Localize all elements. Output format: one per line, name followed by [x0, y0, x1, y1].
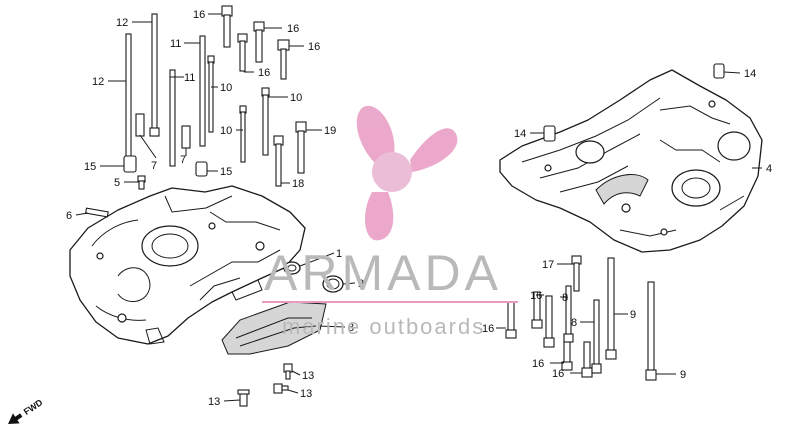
callout-7: 7 [151, 160, 157, 172]
callout-9: 9 [680, 369, 686, 381]
callout-2: 2 [358, 278, 364, 290]
callout-9: 9 [630, 309, 636, 321]
bolt-16e[interactable] [505, 301, 517, 339]
callout-17: 17 [542, 259, 554, 271]
bolt-8b[interactable] [581, 341, 593, 378]
callout-3: 3 [348, 322, 354, 334]
watermark: ARMADA marine outboards [262, 105, 518, 339]
stud-9b[interactable] [645, 281, 657, 381]
watermark-subtitle: marine outboards [282, 314, 485, 339]
long-stud-12b[interactable] [125, 33, 132, 159]
callout-14: 14 [744, 68, 756, 80]
forward-arrow: FWD [8, 397, 45, 424]
callout-4: 4 [766, 163, 772, 175]
right-crankcase-half[interactable] [499, 69, 763, 253]
callout-labels: 12 12 11 11 10 10 10 7 7 15 15 5 16 16 1… [66, 9, 772, 408]
callout-5: 5 [114, 177, 120, 189]
part-6-dowel[interactable] [85, 207, 109, 218]
callout-7: 7 [180, 154, 186, 166]
callout-15: 15 [84, 161, 96, 173]
callout-16: 16 [193, 9, 205, 21]
callout-6: 6 [66, 210, 72, 222]
collar-15a[interactable] [123, 155, 137, 173]
long-stud-12a[interactable] [149, 13, 160, 137]
callout-16: 16 [482, 323, 494, 335]
bolt-16b[interactable] [237, 33, 248, 72]
stud-11a[interactable] [199, 35, 206, 147]
collar-14a[interactable] [713, 63, 725, 79]
callout-15: 15 [220, 166, 232, 178]
callout-8: 8 [571, 317, 577, 329]
bolt-8a[interactable] [563, 285, 574, 343]
bolt-10b[interactable] [261, 87, 270, 156]
callout-1: 1 [336, 248, 342, 260]
pin-7a[interactable] [135, 113, 145, 137]
stud-9a[interactable] [605, 257, 617, 360]
callout-11: 11 [184, 72, 195, 84]
part-1-seal[interactable] [283, 261, 301, 275]
callout-16: 16 [287, 23, 299, 35]
callout-12: 12 [116, 17, 128, 29]
callout-16: 16 [308, 41, 320, 53]
leader-lines [75, 13, 762, 402]
bolt-18[interactable] [273, 135, 284, 187]
bolt-19[interactable] [295, 121, 307, 174]
callout-13: 13 [302, 370, 314, 382]
callout-16: 16 [532, 358, 544, 370]
callout-8: 8 [562, 292, 568, 304]
fwd-label: FWD [22, 397, 45, 417]
bolt-13b[interactable] [273, 383, 289, 394]
left-crankcase-half[interactable] [69, 185, 306, 345]
callout-13: 13 [208, 396, 220, 408]
bolt-17[interactable] [571, 255, 582, 292]
bolt-13a[interactable] [283, 363, 293, 380]
callout-11: 11 [170, 38, 181, 50]
collar-15b[interactable] [195, 161, 208, 177]
callout-10: 10 [220, 82, 232, 94]
part-3-screen[interactable] [221, 301, 327, 355]
callout-14: 14 [514, 128, 526, 140]
callout-16: 16 [258, 67, 270, 79]
bolt-16d[interactable] [277, 39, 290, 80]
callout-10: 10 [290, 92, 302, 104]
bolt-8c[interactable] [591, 299, 602, 374]
collar-14b[interactable] [543, 125, 556, 142]
bolt-16a[interactable] [221, 5, 233, 48]
callout-19: 19 [324, 125, 336, 137]
callout-18: 18 [292, 178, 304, 190]
stud-11b[interactable] [169, 69, 176, 167]
callout-16: 16 [530, 290, 542, 302]
bolt-16f[interactable] [531, 291, 543, 329]
part-2-plug[interactable] [322, 275, 344, 293]
bolt-5[interactable] [137, 175, 146, 190]
callout-16: 16 [552, 368, 564, 380]
bolt-10a[interactable] [207, 55, 215, 133]
watermark-title: ARMADA [264, 245, 502, 301]
propeller-logo-icon [356, 105, 458, 241]
pin-7b[interactable] [181, 125, 191, 149]
arrow-icon [8, 413, 23, 424]
bolt-10c[interactable] [239, 105, 247, 163]
callout-12: 12 [92, 76, 104, 88]
bolt-16c[interactable] [253, 21, 265, 63]
callout-13: 13 [300, 388, 312, 400]
callout-10: 10 [220, 125, 232, 137]
bolt-13c[interactable] [237, 389, 250, 407]
bolt-16g[interactable] [543, 295, 555, 348]
